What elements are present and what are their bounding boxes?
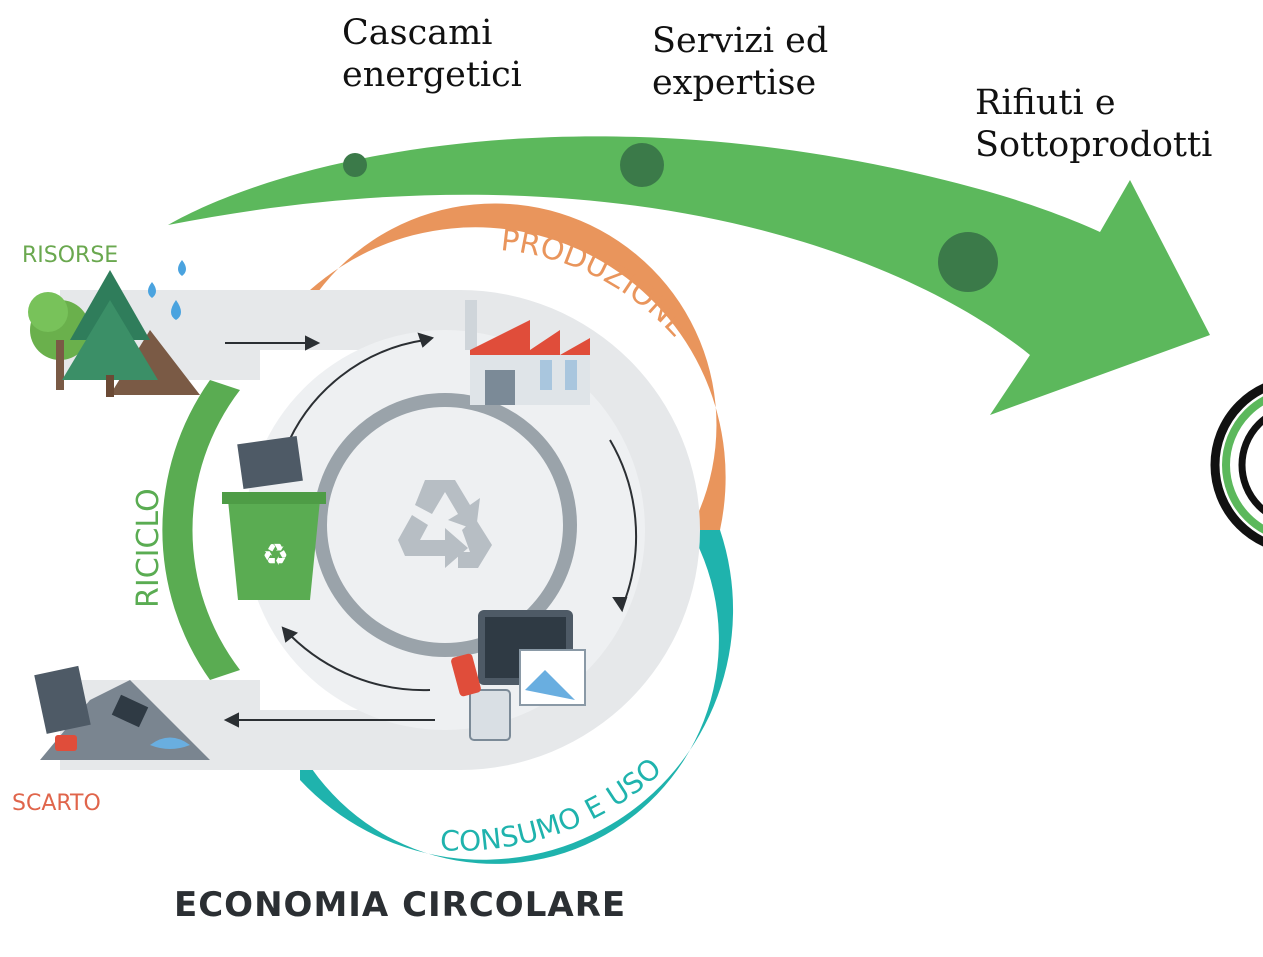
svg-text:♻: ♻: [262, 538, 289, 573]
flow-arrow: [168, 136, 1210, 415]
flow-label-cascami: Cascami energetici: [342, 13, 522, 95]
recycle-icon: [398, 480, 492, 568]
riciclo-ring: [162, 380, 240, 680]
label-risorse: RISORSE: [22, 243, 118, 268]
label-riciclo: RICICLO: [131, 488, 166, 608]
flow-label-rifiuti: Rifiuti e Sottoprodotti: [975, 83, 1213, 165]
waste-pile-illustration: [34, 665, 210, 760]
inner-ring: [313, 393, 577, 657]
flow-dot-2: [620, 143, 664, 187]
cycle-arrows: [223, 332, 638, 728]
grey-band: [215, 290, 700, 770]
devices-illustration: [451, 610, 586, 741]
label-scarto: SCARTO: [12, 791, 101, 816]
diagram-title: ECONOMIA CIRCOLARE: [174, 885, 627, 925]
flow-dot-1: [343, 153, 367, 177]
recycle-bin-illustration: ♻: [222, 436, 326, 600]
flow-arrow-shape: [168, 136, 1210, 415]
circular-economy-diagram: ♻ RISORSE SCARTO RICICLO: [12, 203, 734, 864]
resources-illustration: [28, 260, 200, 397]
partial-logo: [1210, 383, 1263, 547]
flow-label-servizi: Servizi ed expertise: [652, 21, 829, 103]
factory-illustration: [465, 300, 590, 405]
flow-dot-3: [938, 232, 998, 292]
